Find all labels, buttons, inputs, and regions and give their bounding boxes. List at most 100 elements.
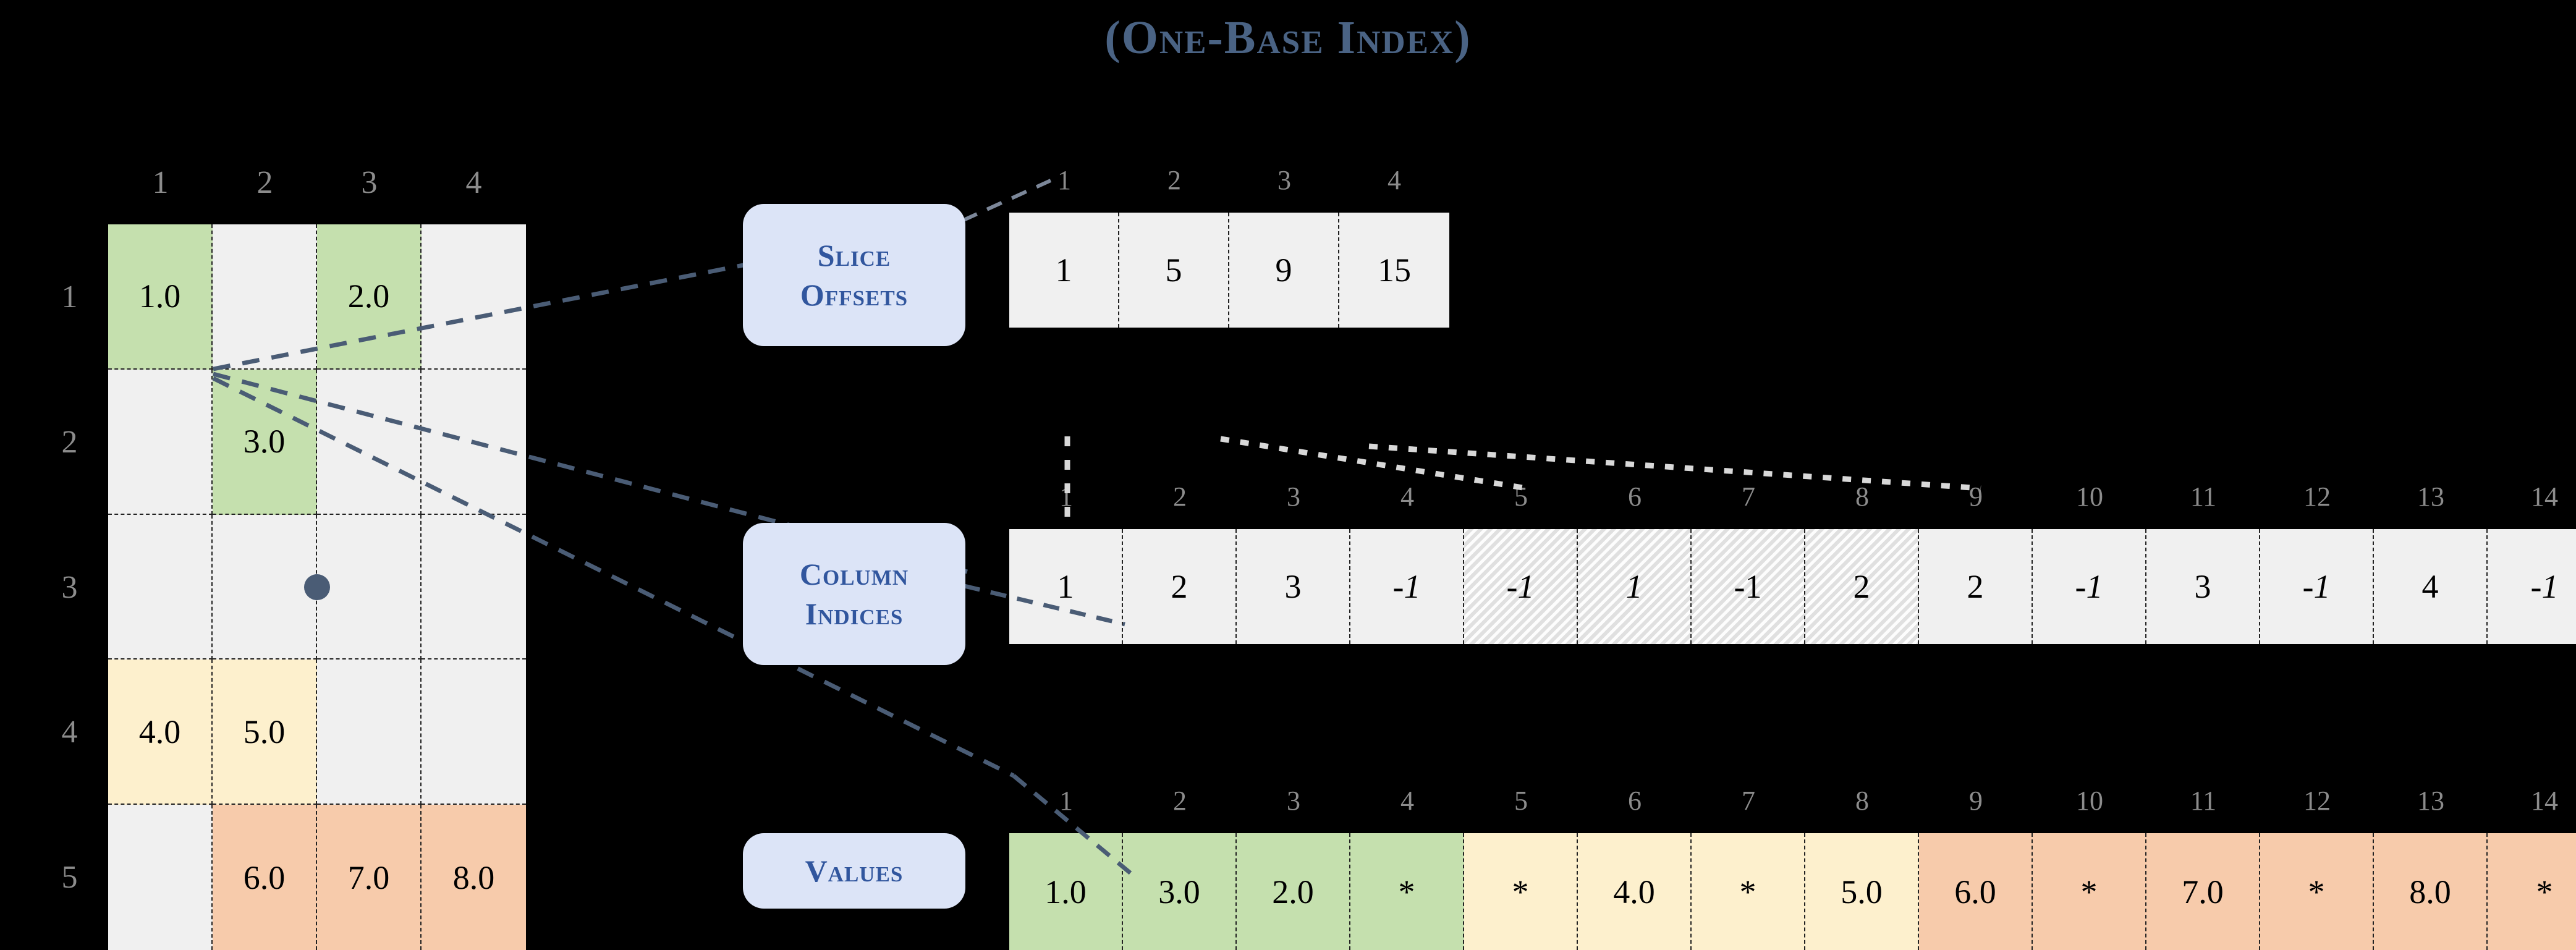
values-header-13: 13 bbox=[2417, 786, 2444, 816]
column-indices-cell-6: 1 bbox=[1578, 529, 1692, 644]
matrix-cell-r5c4: 8.0 bbox=[422, 805, 526, 950]
values-header-10: 10 bbox=[2076, 786, 2103, 816]
column-indices-header-3: 3 bbox=[1287, 481, 1300, 512]
values-header-9: 9 bbox=[1969, 786, 1983, 816]
values-header-11: 11 bbox=[2190, 786, 2217, 816]
values-header-12: 12 bbox=[2303, 786, 2331, 816]
values-header-8: 8 bbox=[1855, 786, 1869, 816]
label-column-indices-line2: Indices bbox=[805, 596, 904, 631]
column-indices-header-2: 2 bbox=[1173, 481, 1187, 512]
values-cell-9: 6.0 bbox=[1919, 833, 2033, 950]
matrix-col-header-1: 1 bbox=[152, 165, 169, 200]
values-cell-8: 5.0 bbox=[1805, 833, 1919, 950]
column-indices-header-6: 6 bbox=[1628, 481, 1642, 512]
values-header-4: 4 bbox=[1400, 786, 1414, 816]
column-indices-cell-11: 3 bbox=[2146, 529, 2260, 644]
label-values[interactable]: Values bbox=[743, 833, 965, 909]
slice-offsets-header-3: 3 bbox=[1277, 165, 1291, 195]
values-cell-7: * bbox=[1692, 833, 1805, 950]
matrix-cell-r1c1: 1.0 bbox=[108, 224, 213, 370]
column-indices-header-1: 1 bbox=[1059, 481, 1073, 512]
column-indices-header-10: 10 bbox=[2076, 481, 2103, 512]
matrix-row-header-1: 1 bbox=[61, 279, 78, 315]
values-header-3: 3 bbox=[1287, 786, 1300, 816]
column-indices-header-7: 7 bbox=[1742, 481, 1755, 512]
values-cell-12: * bbox=[2260, 833, 2374, 950]
values-cell-1: 1.0 bbox=[1009, 833, 1123, 950]
column-indices-header-12: 12 bbox=[2303, 481, 2331, 512]
column-indices-header-11: 11 bbox=[2190, 481, 2217, 512]
slice-offsets-header-1: 1 bbox=[1057, 165, 1071, 195]
matrix-row-header-4: 4 bbox=[61, 715, 78, 750]
page-title: (One-Base Index) bbox=[1104, 12, 1472, 64]
matrix-cell-r2c2: 3.0 bbox=[213, 369, 317, 515]
values-cell-4: * bbox=[1350, 833, 1464, 950]
values-header-2: 2 bbox=[1173, 786, 1187, 816]
values-cell-10: * bbox=[2033, 833, 2146, 950]
values-cell-11: 7.0 bbox=[2146, 833, 2260, 950]
slice-offsets-cell-2: 5 bbox=[1119, 213, 1229, 328]
values-header-5: 5 bbox=[1514, 786, 1528, 816]
values-header-7: 7 bbox=[1742, 786, 1755, 816]
column-indices-cell-14: -1 bbox=[2488, 529, 2576, 644]
label-slice-offsets[interactable]: Slice Offsets bbox=[743, 204, 965, 346]
values-cell-2: 3.0 bbox=[1123, 833, 1237, 950]
column-indices-cell-2: 2 bbox=[1123, 529, 1237, 644]
matrix-cell-r2c1 bbox=[108, 369, 213, 515]
values-header-14: 14 bbox=[2531, 786, 2558, 816]
matrix-row-header-2: 2 bbox=[61, 424, 78, 460]
column-indices-header-4: 4 bbox=[1400, 481, 1414, 512]
column-indices-cell-1: 1 bbox=[1009, 529, 1123, 644]
column-indices-cell-12: -1 bbox=[2260, 529, 2374, 644]
values-header-1: 1 bbox=[1059, 786, 1073, 816]
column-indices-cell-10: -1 bbox=[2033, 529, 2146, 644]
column-indices-cell-3: 3 bbox=[1237, 529, 1350, 644]
values-cell-14: * bbox=[2488, 833, 2576, 950]
matrix-cell-r4c3 bbox=[317, 659, 422, 805]
label-column-indices-line1: Column bbox=[799, 557, 909, 592]
column-indices-header-5: 5 bbox=[1514, 481, 1528, 512]
column-indices-header-9: 9 bbox=[1969, 481, 1983, 512]
values-cell-13: 8.0 bbox=[2374, 833, 2488, 950]
matrix-cell-r5c1 bbox=[108, 805, 213, 950]
column-indices-header-13: 13 bbox=[2417, 481, 2444, 512]
matrix-row-header-5: 5 bbox=[61, 860, 78, 896]
column-indices-header-14: 14 bbox=[2531, 481, 2558, 512]
values-header-6: 6 bbox=[1628, 786, 1642, 816]
slice-offsets-cell-4: 15 bbox=[1339, 213, 1449, 328]
matrix-cell-r1c3: 2.0 bbox=[317, 224, 422, 370]
matrix-cell-r1c4 bbox=[422, 224, 526, 370]
matrix-cell-r5c3: 7.0 bbox=[317, 805, 422, 950]
matrix-cell-r4c1: 4.0 bbox=[108, 659, 213, 805]
matrix-col-header-3: 3 bbox=[361, 165, 378, 200]
matrix-row-header-3: 3 bbox=[61, 569, 78, 605]
slice-offsets-cell-1: 1 bbox=[1009, 213, 1119, 328]
matrix-cell-r4c4 bbox=[422, 659, 526, 805]
matrix-cell-r5c2: 6.0 bbox=[213, 805, 317, 950]
slice-offsets-cell-3: 9 bbox=[1229, 213, 1339, 328]
label-slice-offsets-line2: Offsets bbox=[800, 278, 909, 312]
matrix-cell-r2c3 bbox=[317, 369, 422, 515]
matrix-cell-r3c4 bbox=[422, 514, 526, 660]
matrix-cell-r3c1 bbox=[108, 514, 213, 660]
slice-offsets-header-4: 4 bbox=[1388, 165, 1401, 195]
column-indices-cell-7: -1 bbox=[1692, 529, 1805, 644]
matrix-cell-r3c3 bbox=[317, 514, 422, 660]
column-indices-header-8: 8 bbox=[1855, 481, 1869, 512]
column-indices-cell-5: -1 bbox=[1464, 529, 1578, 644]
matrix-cell-r1c2 bbox=[213, 224, 317, 370]
matrix-column-headers: 1 2 3 4 bbox=[108, 153, 526, 212]
label-column-indices[interactable]: Column Indices bbox=[743, 523, 965, 665]
matrix-col-header-2: 2 bbox=[256, 165, 273, 200]
values-cell-3: 2.0 bbox=[1237, 833, 1350, 950]
values-cell-5: * bbox=[1464, 833, 1578, 950]
matrix-col-header-4: 4 bbox=[465, 165, 482, 200]
matrix-row-headers: 1 2 3 4 5 bbox=[40, 224, 99, 950]
label-values-line1: Values bbox=[805, 854, 904, 888]
